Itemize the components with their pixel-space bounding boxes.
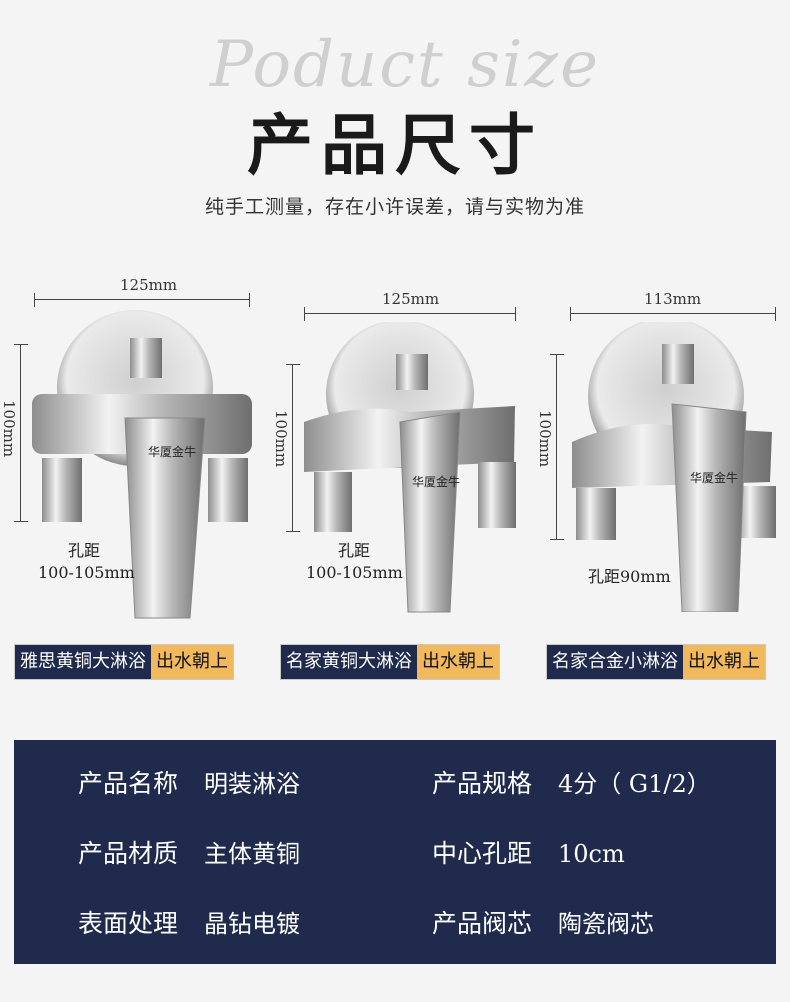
faucet-image: 华厦金牛 xyxy=(32,310,252,619)
spec-value: 主体黄铜 xyxy=(204,840,301,868)
width-dimension-line xyxy=(304,307,516,321)
hole-label-line2: 100-105mm xyxy=(306,563,403,582)
spec-key: 产品材质 xyxy=(78,839,179,868)
width-label: 125mm xyxy=(382,290,440,308)
width-label: 125mm xyxy=(120,276,178,294)
spec-surface: 表面处理晶钻电镀 xyxy=(78,904,300,940)
width-dimension-line xyxy=(34,293,250,307)
height-label: 100mm xyxy=(536,410,554,468)
brand-mark: 华厦金牛 xyxy=(690,470,738,485)
spec-value: 明装淋浴 xyxy=(204,770,301,798)
hole-label-line1: 孔距 xyxy=(338,541,371,560)
page-title: 产品尺寸 xyxy=(247,106,543,184)
spec-value: 10cm xyxy=(558,840,625,868)
hole-label-line1: 孔距 xyxy=(68,541,101,560)
spec-value: 晶钻电镀 xyxy=(204,910,301,938)
spec-key: 产品名称 xyxy=(78,769,179,798)
tag-name: 雅思黄铜大淋浴 xyxy=(15,645,151,679)
spec-value: 4分（ G1/2） xyxy=(558,770,711,798)
product-tag: 雅思黄铜大淋浴 出水朝上 xyxy=(14,644,234,680)
tag-name: 名家合金小淋浴 xyxy=(547,645,683,679)
width-dimension-line xyxy=(570,307,776,321)
brand-mark: 华厦金牛 xyxy=(412,474,460,489)
hole-label-line2: 100-105mm xyxy=(38,563,135,582)
spec-valve-core: 产品阀芯陶瓷阀芯 xyxy=(432,904,654,940)
spec-value: 陶瓷阀芯 xyxy=(558,910,655,938)
height-label: 100mm xyxy=(272,410,290,468)
height-dimension-line xyxy=(550,354,564,540)
height-dimension-line xyxy=(286,364,300,532)
height-label: 100mm xyxy=(0,400,18,458)
spec-key: 产品规格 xyxy=(432,769,533,798)
hole-distance-label: 孔距 100-105mm xyxy=(306,540,403,584)
tag-note: 出水朝上 xyxy=(151,645,233,679)
hole-label-line1: 孔距90mm xyxy=(588,567,671,586)
spec-key: 中心孔距 xyxy=(432,839,533,868)
faucet-image: 华厦金牛 xyxy=(572,322,776,612)
tag-note: 出水朝上 xyxy=(417,645,499,679)
product-tag: 名家合金小淋浴 出水朝上 xyxy=(546,644,766,680)
specs-panel: 产品名称明装淋浴 产品规格 4分（ G1/2） 产品材质主体黄铜 中心孔距 10cm… xyxy=(14,740,776,964)
tag-note: 出水朝上 xyxy=(683,645,765,679)
tag-name: 名家黄铜大淋浴 xyxy=(281,645,417,679)
brand-mark: 华厦金牛 xyxy=(148,444,196,459)
faucet-image: 华厦金牛 xyxy=(304,322,516,613)
page-subtitle: 纯手工测量，存在小许误差，请与实物为准 xyxy=(204,196,585,218)
width-label: 113mm xyxy=(644,290,702,308)
hole-distance-label: 孔距 100-105mm xyxy=(38,540,135,584)
spec-product-name: 产品名称明装淋浴 xyxy=(78,764,300,800)
product-tag: 名家黄铜大淋浴 出水朝上 xyxy=(280,644,500,680)
spec-key: 表面处理 xyxy=(78,909,179,938)
spec-center-distance: 中心孔距 10cm xyxy=(432,834,625,870)
background-script-text: Poduct size xyxy=(210,28,600,102)
spec-key: 产品阀芯 xyxy=(432,909,533,938)
height-dimension-line xyxy=(14,344,28,522)
spec-material: 产品材质主体黄铜 xyxy=(78,834,300,870)
spec-product-size: 产品规格 4分（ G1/2） xyxy=(432,764,711,800)
hole-distance-label: 孔距90mm xyxy=(588,566,671,588)
